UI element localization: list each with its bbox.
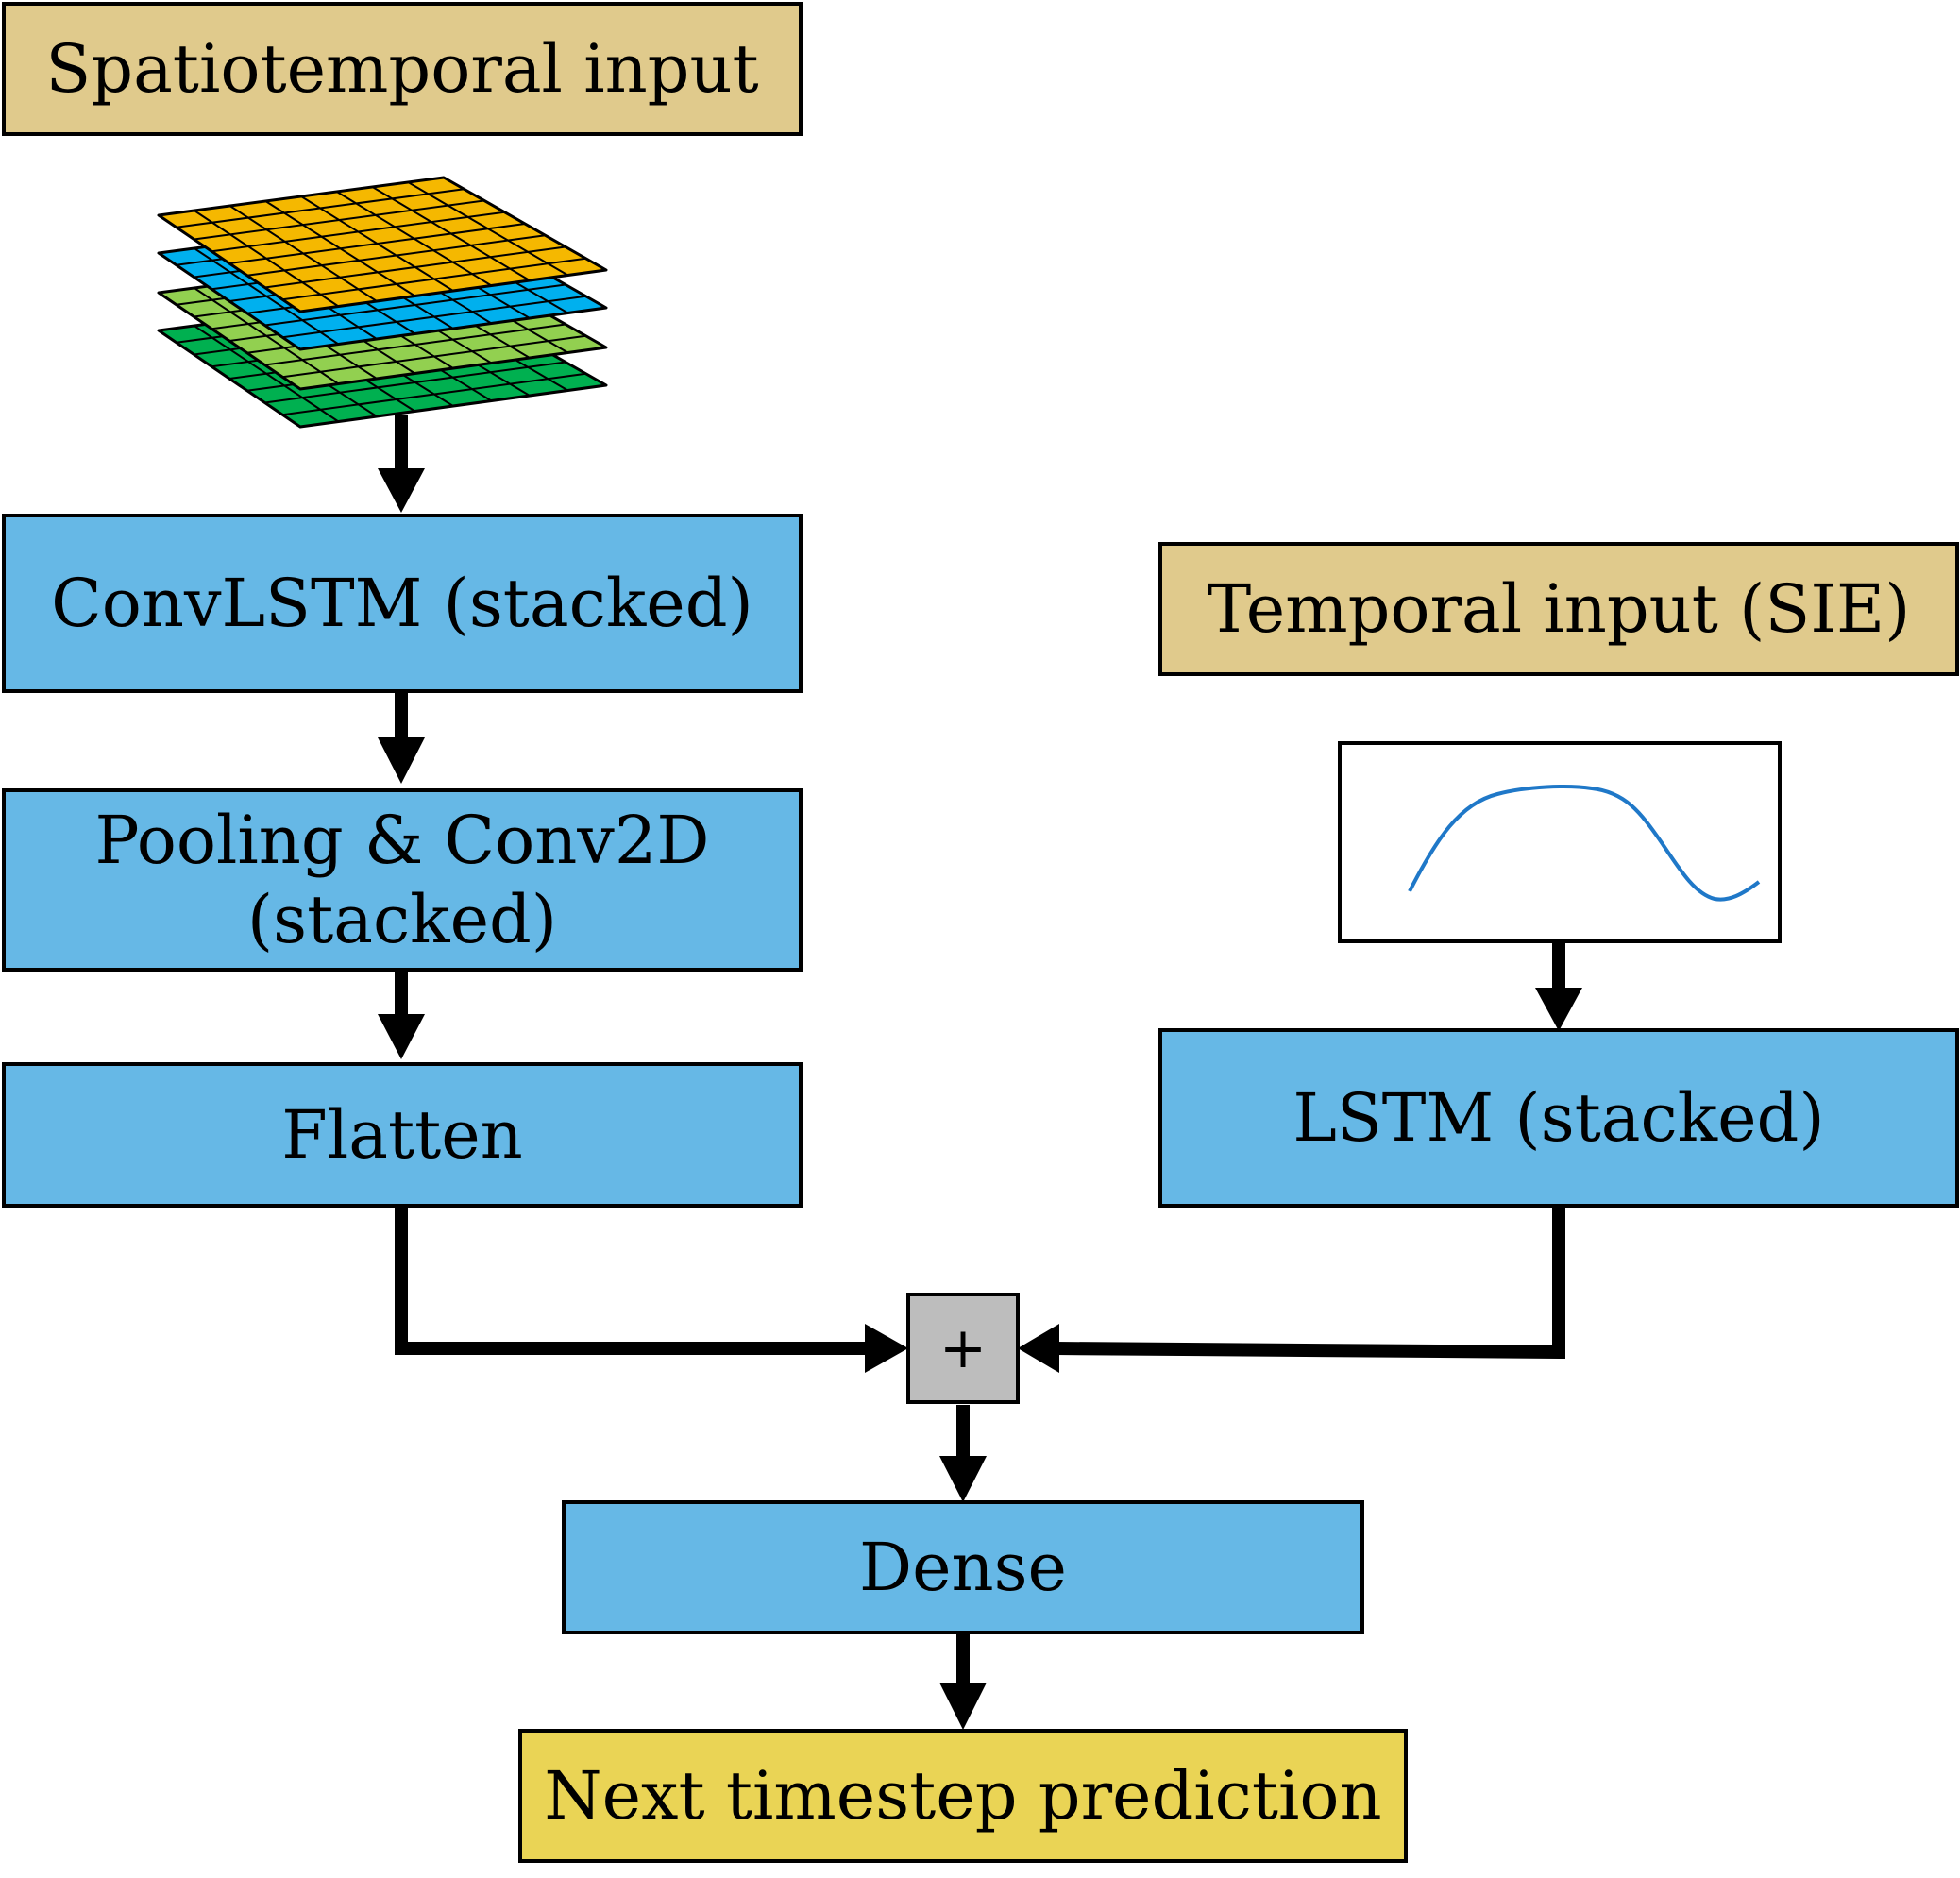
concatenate-plus-box: + <box>906 1293 1020 1404</box>
temporal-input-box: Temporal input (SIE) <box>1158 542 1959 676</box>
next-timestep-prediction-box: Next timestep prediction <box>518 1729 1408 1863</box>
plus-symbol: + <box>938 1315 988 1381</box>
sie-time-series-icon <box>1408 785 1761 902</box>
flatten-box: Flatten <box>2 1062 803 1208</box>
convlstm-box: ConvLSTM (stacked) <box>2 514 803 693</box>
spatiotemporal-input-label: Spatiotemporal input <box>45 30 759 108</box>
sie-plot-box <box>1338 741 1782 943</box>
temporal-input-label: Temporal input (SIE) <box>1207 570 1911 648</box>
grid-layer-1 <box>157 176 608 313</box>
dense-label: Dense <box>859 1529 1067 1606</box>
pooling-conv2d-label-line2: (stacked) <box>246 881 558 958</box>
pooling-conv2d-box: Pooling & Conv2D (stacked) <box>2 788 803 972</box>
spatiotemporal-input-box: Spatiotemporal input <box>2 2 803 136</box>
lstm-label: LSTM (stacked) <box>1293 1079 1825 1157</box>
arrow-flatten-to-plus <box>395 1207 869 1355</box>
sie-curve-line <box>1408 785 1761 902</box>
arrow-lstm-to-plus <box>1055 1202 1565 1360</box>
lstm-box: LSTM (stacked) <box>1158 1028 1959 1208</box>
dense-box: Dense <box>562 1500 1364 1634</box>
pooling-conv2d-label-line1: Pooling & Conv2D <box>94 802 710 879</box>
convlstm-label: ConvLSTM (stacked) <box>51 565 753 642</box>
next-timestep-prediction-label: Next timestep prediction <box>544 1757 1382 1835</box>
flatten-label: Flatten <box>281 1096 523 1174</box>
